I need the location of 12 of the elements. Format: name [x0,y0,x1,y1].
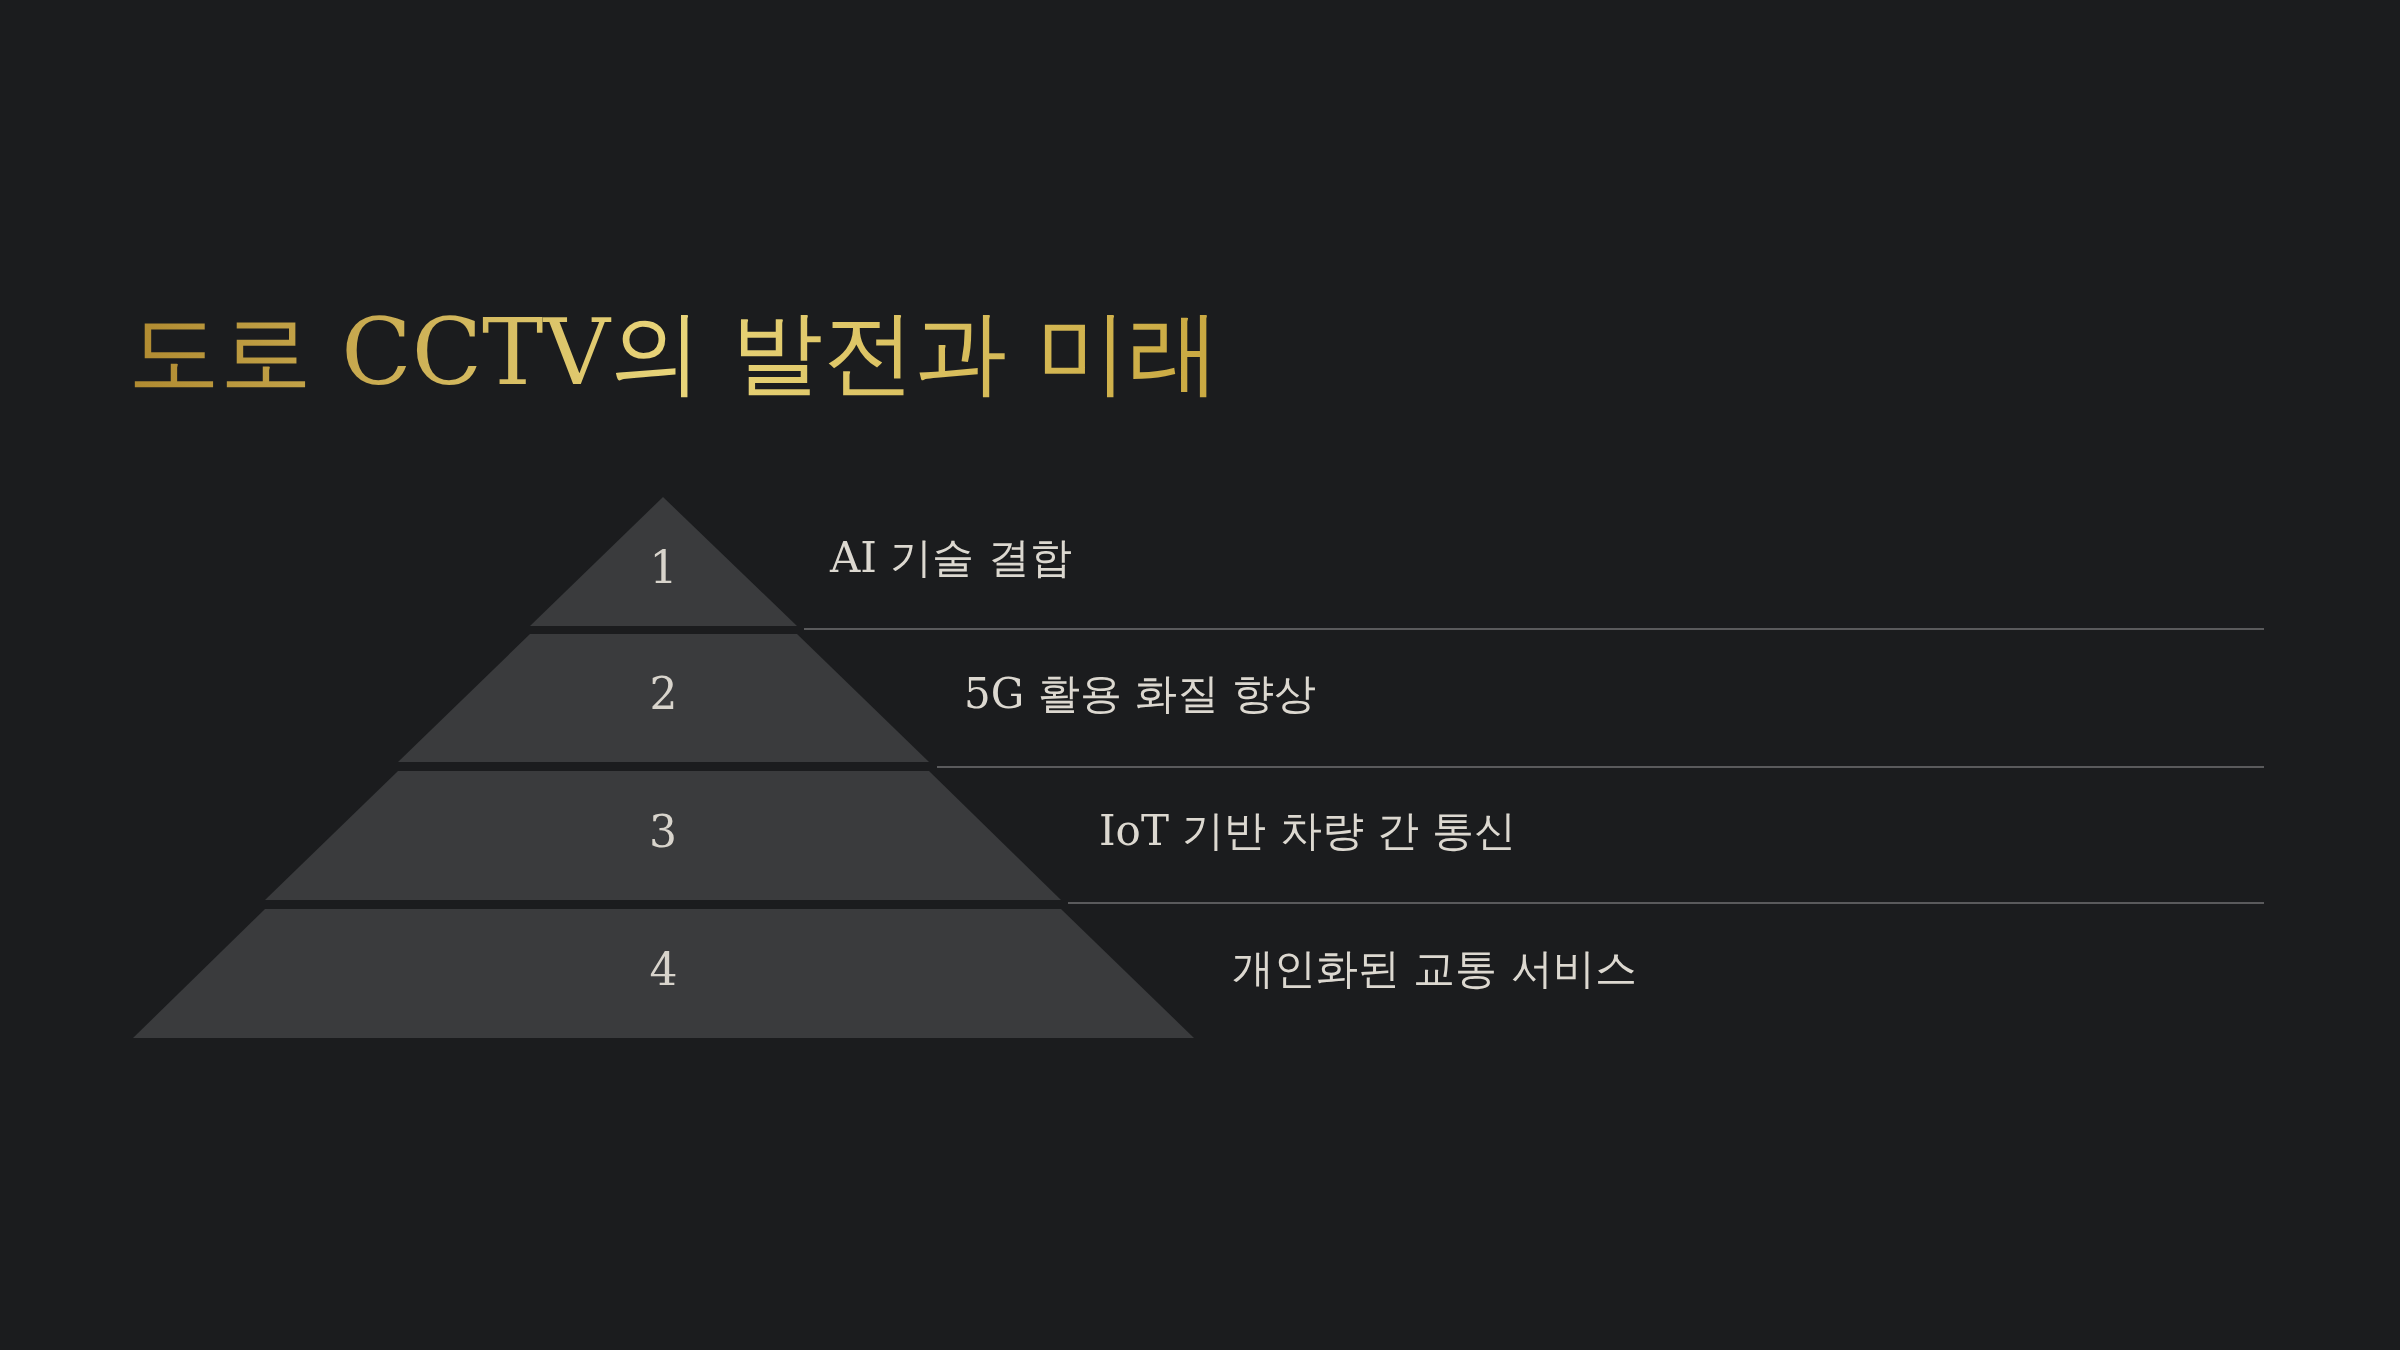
layer-description: 개인화된 교통 서비스 [1232,943,1637,995]
layer-description: 5G 활용 화질 향상 [964,668,1317,720]
layer-number: 2 [649,668,678,719]
pyramid-layer [398,634,929,762]
layer-number: 3 [649,805,677,857]
pyramid-layer [530,497,797,626]
layer-number: 1 [649,541,678,593]
pyramid-layer [133,909,1194,1038]
layer-description: AI 기술 결합 [830,532,1072,584]
pyramid-layer [265,771,1061,900]
layer-description: IoT 기반 차량 간 통신 [1099,805,1517,857]
layer-number: 4 [649,943,678,995]
